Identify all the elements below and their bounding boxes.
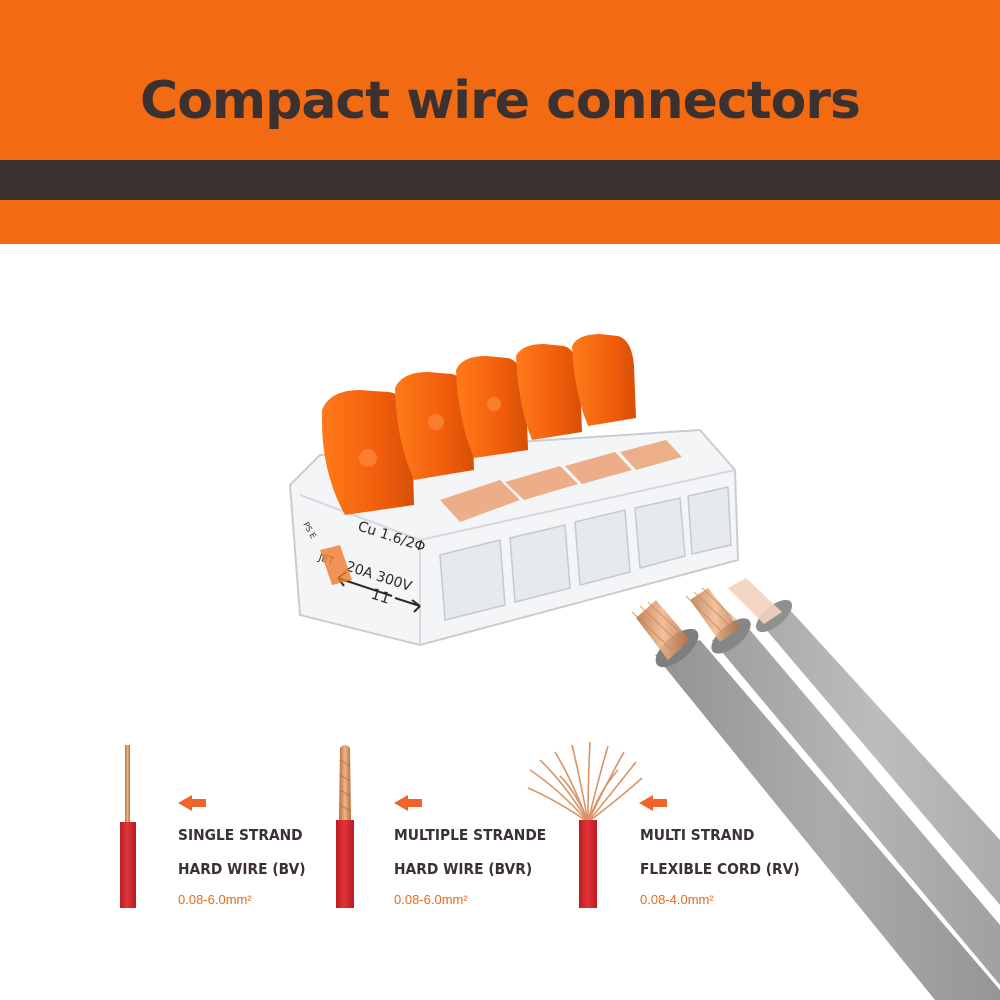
grey-cables <box>631 578 1000 1000</box>
wire-type-2-line1: MULTIPLE STRANDE <box>394 826 547 844</box>
wire-flexible-cord-illustration <box>527 741 643 908</box>
arrow-left-icon <box>394 795 422 811</box>
arrow-icons <box>178 795 667 811</box>
wire-type-2-range: 0.08-6.0mm² <box>394 892 468 907</box>
arrow-left-icon <box>178 795 206 811</box>
header-banner-lower <box>0 200 1000 244</box>
wire-multiple-strand-illustration <box>336 745 354 908</box>
arrow-left-icon <box>639 795 667 811</box>
wire-type-1-line1: SINGLE STRAND <box>178 826 303 844</box>
wire-type-3-line2: FLEXIBLE CORD (RV) <box>640 860 800 878</box>
header-banner <box>0 0 1000 160</box>
wire-single-strand-illustration <box>120 745 136 908</box>
wire-type-3-line1: MULTI STRAND <box>640 826 755 844</box>
header-stripe <box>0 160 1000 200</box>
wire-type-1-range: 0.08-6.0mm² <box>178 892 252 907</box>
wire-type-3-range: 0.08-4.0mm² <box>640 892 714 907</box>
wire-type-2-line2: HARD WIRE (BVR) <box>394 860 533 878</box>
connector-levers <box>321 334 636 515</box>
page-title: Compact wire connectors <box>140 71 861 131</box>
wire-type-1-line2: HARD WIRE (BV) <box>178 860 306 878</box>
